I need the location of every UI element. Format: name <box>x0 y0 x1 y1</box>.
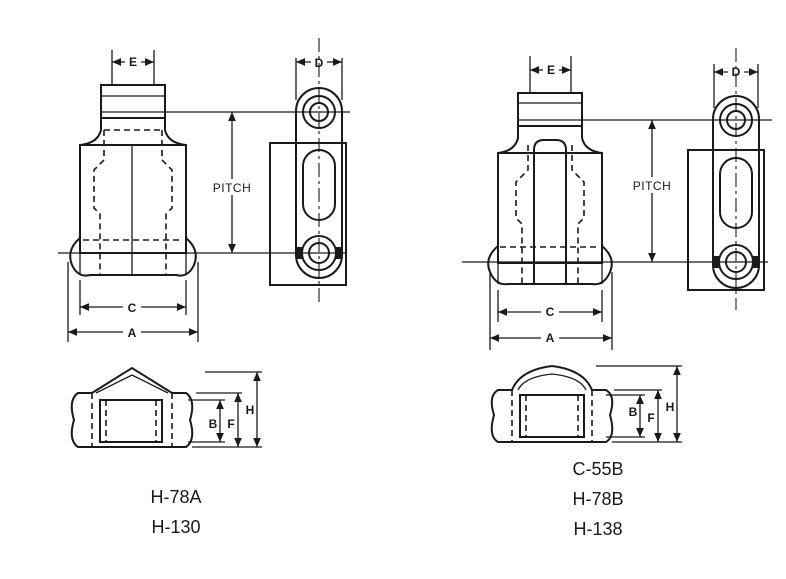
right-caption-2: H-78B <box>572 489 624 509</box>
right-side-link: D <box>687 48 765 310</box>
left-a-label: A <box>128 326 137 340</box>
right-e-label: E <box>547 63 555 77</box>
right-h-label: H <box>666 400 675 414</box>
left-caption-1: H-78A <box>150 487 202 507</box>
left-pitch-label: PITCH <box>213 181 252 195</box>
right-a-label: A <box>546 331 555 345</box>
left-e-label: E <box>129 55 137 69</box>
left-c-label: C <box>128 301 137 315</box>
right-b-label: B <box>629 405 638 419</box>
left-bottom-view: B F H <box>70 366 262 448</box>
left-f-label: F <box>227 417 234 431</box>
right-f-label: F <box>647 411 654 425</box>
left-front-view: E C A <box>67 50 199 342</box>
right-caption-1: C-55B <box>572 459 624 479</box>
left-caption-2: H-130 <box>151 517 201 537</box>
left-side-link: D <box>269 38 347 302</box>
right-d-label: D <box>732 65 741 79</box>
right-front-view: E C A <box>487 56 613 350</box>
right-c-label: C <box>546 305 555 319</box>
left-b-label: B <box>209 417 218 431</box>
right-caption-3: H-138 <box>573 519 623 539</box>
left-h-label: H <box>246 403 255 417</box>
left-caption-block: H-78A H-130 <box>116 482 236 542</box>
right-pitch-label: PITCH <box>633 179 672 193</box>
right-caption-block: C-55B H-78B H-138 <box>538 454 658 544</box>
right-bottom-view: B F H <box>490 364 682 443</box>
